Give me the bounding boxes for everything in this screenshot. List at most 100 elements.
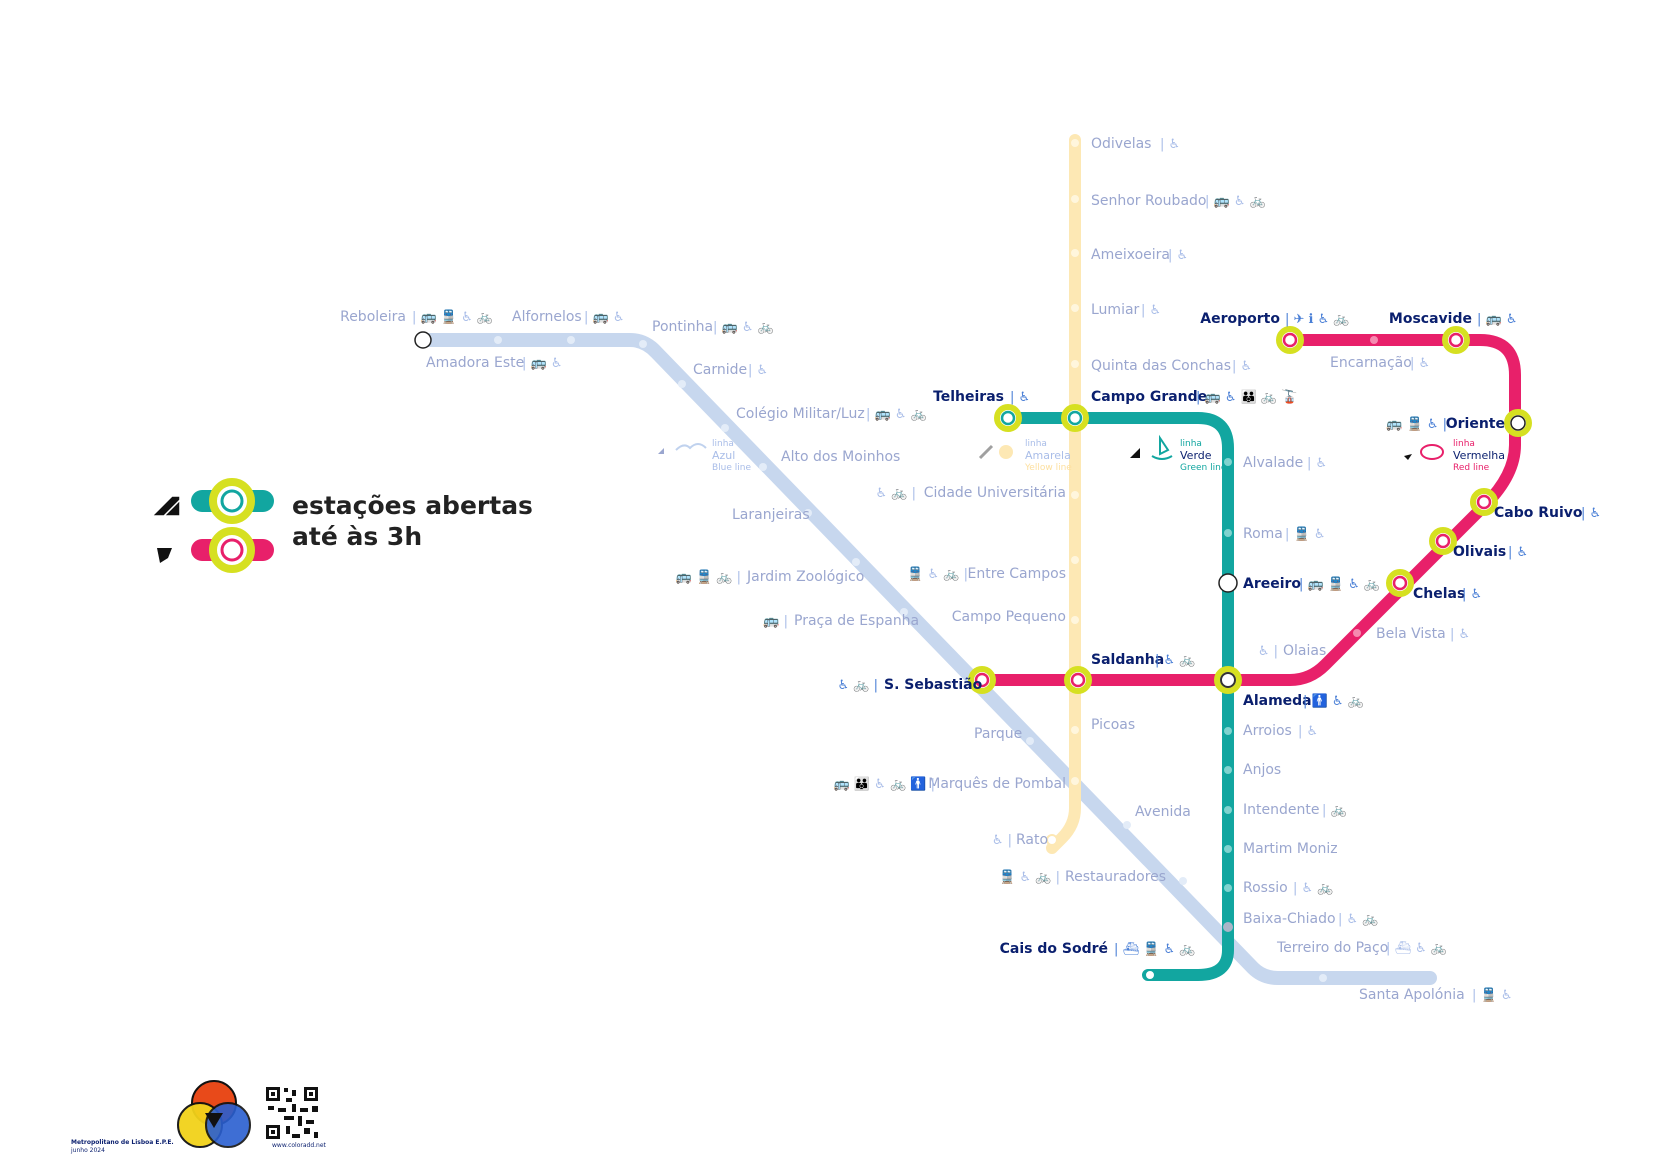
svg-text:linha: linha: [1453, 439, 1475, 449]
footer-date: junho 2024: [70, 1147, 105, 1154]
station-carnide: Carnide: [693, 362, 747, 378]
line-tag-verde: linha Verde Green line: [1130, 434, 1227, 473]
station-chelas: Chelas: [1413, 586, 1465, 602]
cais-do-sodre-terminus: [1144, 969, 1156, 981]
station-terreiro-do-paco-icons: | ⛴ ♿ 🚲: [1386, 940, 1447, 956]
station-entre-campos-icons: 🚆 ♿ 🚲 |: [907, 566, 968, 582]
station-moscavide: Moscavide: [1389, 311, 1472, 327]
station-reboleira-icons: | 🚌 🚆 ♿ 🚲: [412, 309, 493, 325]
station-campo-pequeno: Campo Pequeno: [952, 609, 1066, 625]
svg-text:Verde: Verde: [1180, 449, 1212, 462]
caravel-icon: [1151, 434, 1173, 460]
station-intendente-icons: | 🚲: [1322, 803, 1347, 818]
station-alfornelos-icons: | 🚌 ♿: [584, 310, 625, 325]
station-moscavide-icons: | 🚌 ♿: [1477, 312, 1518, 327]
station-telheiras-icons: | ♿: [1010, 390, 1030, 405]
station-terreiro-do-paco: Terreiro do Paço: [1276, 940, 1388, 956]
station-saldanha: Saldanha: [1091, 652, 1164, 668]
station-picoas: Picoas: [1091, 717, 1135, 733]
line-tag-amarela: linha Amarela Yellow line: [978, 439, 1072, 473]
svg-text:Red line: Red line: [1453, 463, 1490, 473]
station-cabo-ruivo: Cabo Ruivo: [1494, 505, 1583, 521]
station-martim-moniz: Martim Moniz: [1243, 841, 1338, 857]
line-tag-azul: linha Azul Blue line: [658, 439, 751, 473]
svg-text:linha: linha: [1180, 439, 1202, 449]
station-campo-grande: Campo Grande: [1091, 389, 1207, 405]
station-baixa-chiado: Baixa-Chiado: [1243, 911, 1336, 927]
green-station-dots: [1224, 458, 1232, 892]
baixa-chiado-marker: [1223, 922, 1233, 932]
blue-line-path: [416, 333, 1437, 985]
station-praca-de-espanha-icons: 🚌 |: [763, 614, 788, 629]
line-arrow-icon: [658, 448, 664, 454]
station-lumiar: Lumiar: [1091, 302, 1140, 318]
line-arrow-icon: [1404, 454, 1412, 460]
station-areeiro-icons: | 🚌 🚆 ♿ 🚲: [1299, 576, 1380, 592]
station-alameda-icons: | 🚹 ♿ 🚲: [1303, 693, 1364, 709]
red-line-path: [976, 334, 1521, 686]
station-olivais: Olivais: [1453, 544, 1506, 560]
station-encarnacao-icons: | ♿: [1410, 356, 1430, 371]
station-rossio: Rossio: [1243, 880, 1288, 896]
footer-company: Metropolitano de Lisboa E.P.E.: [71, 1139, 174, 1146]
station-alvalade: Alvalade: [1243, 455, 1303, 471]
highlight-stations: [968, 326, 1532, 694]
yellow-station-dots: [1071, 139, 1079, 785]
station-olivais-icons: | ♿: [1508, 545, 1528, 560]
station-alto-dos-moinhos: Alto dos Moinhos: [781, 449, 900, 465]
station-aeroporto-icons: | ✈ ℹ ♿ 🚲: [1285, 312, 1350, 327]
station-roma-icons: | 🚆 ♿: [1285, 526, 1326, 542]
station-telheiras: Telheiras: [933, 389, 1004, 405]
station-cidade-universitaria-icons: ♿ 🚲 |: [876, 486, 917, 501]
station-alfornelos: Alfornelos: [512, 309, 582, 325]
station-arroios-icons: | ♿: [1298, 724, 1318, 739]
station-santa-apolonia: Santa Apolónia: [1359, 987, 1465, 1003]
green-line-symbol-icon: [150, 495, 181, 517]
station-cais-do-sodre-icons: | ⛴ 🚆 ♿ 🚲: [1114, 941, 1195, 957]
station-cabo-ruivo-icons: | ♿: [1581, 506, 1601, 521]
station-senhor-roubado-icons: | 🚌 ♿ 🚲: [1205, 194, 1266, 209]
station-intendente: Intendente: [1243, 802, 1319, 818]
station-baixa-chiado-icons: | ♿ 🚲: [1338, 912, 1379, 927]
qr-code: [266, 1087, 318, 1139]
station-rato-icons: ♿ |: [992, 833, 1012, 848]
station-restauradores-icons: 🚆 ♿ 🚲 |: [999, 869, 1060, 885]
red-line-symbol-icon: [157, 548, 172, 563]
station-odivelas-icons: | ♿: [1160, 137, 1180, 152]
pencil-icon: [978, 444, 994, 460]
station-quinta-das-conchas-icons: | ♿: [1232, 359, 1252, 374]
station-cais-do-sodre: Cais do Sodré: [1000, 941, 1108, 957]
footer-site: www.coloradd.net: [272, 1142, 327, 1149]
station-rossio-icons: | ♿ 🚲: [1293, 881, 1334, 896]
line-tag-vermelha: linha Vermelha Red line: [1404, 439, 1505, 473]
station-santa-apolonia-icons: | 🚆 ♿: [1472, 987, 1513, 1003]
station-entre-campos: Entre Campos: [968, 566, 1066, 582]
blue-station-dots: [494, 336, 1327, 982]
station-colegio-militar: Colégio Militar/Luz: [736, 406, 865, 422]
station-oriente: Oriente: [1446, 416, 1505, 432]
station-rato: Rato: [1016, 832, 1048, 848]
station-senhor-roubado: Senhor Roubado: [1091, 193, 1206, 209]
station-jardim-zoologico-icons: 🚌 🚆 🚲 |: [676, 569, 741, 585]
station-ameixoeira: Ameixoeira: [1091, 247, 1170, 263]
svg-text:Yellow line: Yellow line: [1024, 463, 1072, 473]
legend-line1: estações abertas: [292, 491, 533, 520]
station-encarnacao: Encarnação: [1330, 355, 1412, 371]
station-quinta-das-conchas: Quinta das Conchas: [1091, 358, 1231, 374]
reboleira-terminus: [414, 331, 432, 349]
station-avenida: Avenida: [1135, 804, 1191, 820]
station-s-sebastiao: S. Sebastião: [884, 677, 983, 693]
station-ameixoeira-icons: | ♿: [1168, 248, 1188, 263]
station-campo-grande-icons: | 🚌 ♿ 👪 🚲 🚡: [1196, 389, 1297, 405]
coloradd-logo: [177, 1080, 251, 1148]
station-reboleira: Reboleira: [340, 309, 406, 325]
station-bela-vista: Bela Vista: [1376, 626, 1446, 642]
station-chelas-icons: | ♿: [1462, 587, 1482, 602]
red-station-dots: [1353, 336, 1378, 637]
station-roma: Roma: [1243, 526, 1283, 542]
station-saldanha-icons: | ♿ 🚲: [1155, 653, 1196, 668]
green-line-path: [1002, 412, 1234, 981]
station-alameda: Alameda: [1243, 693, 1312, 709]
station-marques-de-pombal-icons: 🚌 👪 ♿ 🚲 🚹 |: [834, 776, 935, 792]
